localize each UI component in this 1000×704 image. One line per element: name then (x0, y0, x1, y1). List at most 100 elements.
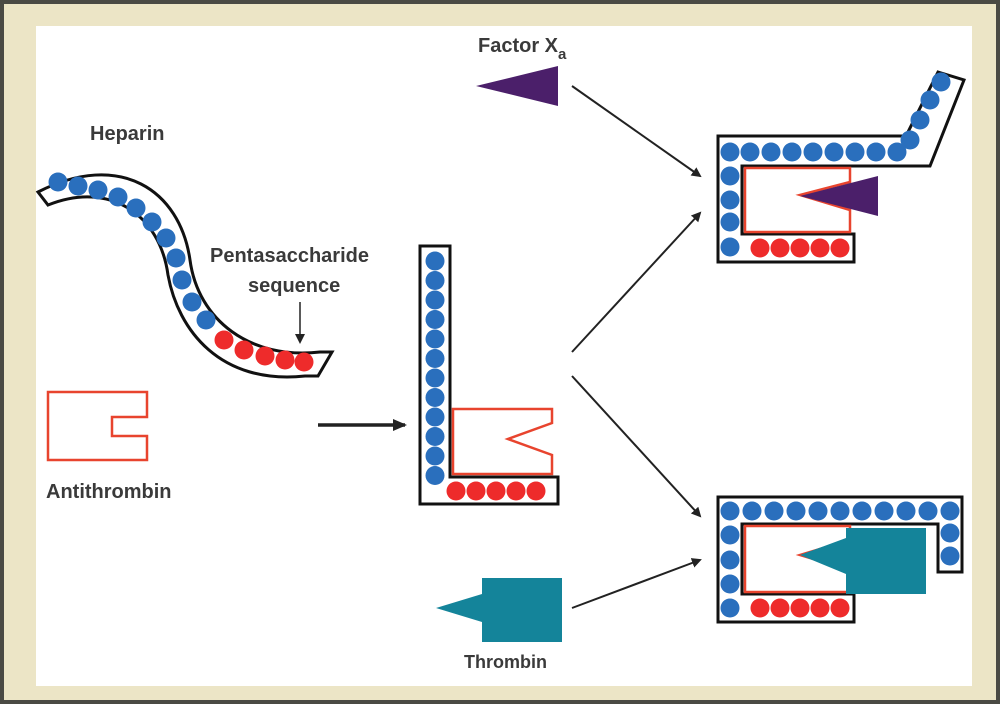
heparin-antithrombin-complex (418, 244, 560, 506)
pentasaccharide-bead (486, 481, 506, 501)
complex-bead (803, 142, 823, 162)
complex-bead (918, 501, 938, 521)
heparin-bead (68, 176, 88, 196)
th-bound-thrombin (800, 528, 926, 594)
complex-bead (740, 142, 760, 162)
heparin-beads (48, 172, 314, 372)
complex-bead (808, 501, 828, 521)
thrombin-complex (716, 495, 964, 624)
complex-bead (786, 501, 806, 521)
heparin-bead (166, 248, 186, 268)
pentasaccharide-bead (810, 598, 830, 618)
heparin-chain (35, 172, 335, 379)
factor-xa-complex (716, 70, 966, 264)
heparin-bead (126, 198, 146, 218)
pentasaccharide-label-line1: Pentasaccharide (210, 245, 369, 267)
thrombin-complex-beads (720, 501, 960, 618)
complex-bead (425, 251, 445, 271)
pentasaccharide-bead (466, 481, 486, 501)
complex-bead (425, 271, 445, 290)
complex-bead (874, 501, 894, 521)
pentasaccharide-bead (255, 346, 275, 366)
complex-bead (720, 142, 740, 162)
complex-bead (742, 501, 762, 521)
xa-bound-antithrombin (743, 166, 852, 234)
complex-bead (896, 501, 916, 521)
pentasaccharide-bead (526, 481, 546, 501)
factor-xa-label: Factor Xa (478, 35, 567, 63)
thrombin-label: Thrombin (464, 652, 547, 672)
complex-bead (425, 446, 445, 466)
pentasaccharide-bead (750, 598, 770, 618)
heparin-label: Heparin (90, 123, 164, 145)
pentasaccharide-bead (275, 350, 295, 370)
complex-bead (900, 130, 920, 150)
antithrombin-label: Antithrombin (46, 481, 172, 503)
complex-bead (720, 166, 740, 186)
pentasaccharide-bead (750, 238, 770, 258)
complex-bead (845, 142, 865, 162)
arrow-thrombin (571, 558, 702, 609)
pentasaccharide-bead (770, 238, 790, 258)
complex-bead (866, 142, 886, 162)
complex-bead (425, 349, 445, 368)
complex-bead (940, 546, 960, 566)
pentasaccharide-bead (214, 330, 234, 350)
bound-antithrombin (451, 407, 554, 476)
thrombin-shape (436, 578, 562, 642)
complex-bead (931, 72, 951, 92)
complex-bead (920, 90, 940, 110)
complex-bead (940, 523, 960, 543)
complex-bead (852, 501, 872, 521)
pentasaccharide-bead (294, 352, 314, 372)
complex-bead (887, 142, 907, 162)
complex-bead (764, 501, 784, 521)
heparin-bead (156, 228, 176, 248)
complex-bead (720, 574, 740, 594)
heparin-bead (172, 270, 192, 290)
heparin-bead (196, 310, 216, 330)
xa-bound-factor (800, 176, 878, 216)
complex-bead (720, 501, 740, 521)
arrow-complex-to-thrombin (571, 375, 702, 518)
complex-bead (940, 501, 960, 521)
heparin-bead (88, 180, 108, 200)
pentasaccharide-bead (830, 598, 850, 618)
complex-bead (824, 142, 844, 162)
pentasaccharide-label-line2: sequence (248, 275, 340, 297)
pentasaccharide-bead (506, 481, 526, 501)
complex-bead (761, 142, 781, 162)
complex-bead (720, 212, 740, 232)
complex-bead (425, 388, 445, 407)
factor-xa-label-main: Factor X (478, 35, 559, 57)
factor-xa-shape (476, 66, 558, 106)
complex-bead (720, 190, 740, 210)
complex-bead (425, 290, 445, 310)
complex-bead (910, 110, 930, 130)
xa-complex-beads (720, 72, 951, 258)
complex-bead (720, 598, 740, 618)
pentasaccharide-bead (790, 238, 810, 258)
th-complex-outline (716, 495, 964, 624)
complex-beads (425, 251, 546, 501)
factor-xa-label-sub: a (558, 46, 567, 63)
complex-bead (425, 427, 445, 446)
arrow-factor-xa (571, 85, 702, 178)
complex-bead (720, 237, 740, 257)
complex-bead (720, 525, 740, 545)
heparin-bead (182, 292, 202, 312)
heparin-bead (48, 172, 68, 192)
arrow-complex-to-xa (571, 211, 702, 353)
heparin-bead (142, 212, 162, 232)
complex-bead (720, 550, 740, 570)
complex-bead (425, 310, 445, 329)
complex-bead (425, 466, 445, 485)
complex-bead (425, 407, 445, 427)
complex-bead (425, 368, 445, 388)
complex-bead (782, 142, 802, 162)
pentasaccharide-bead (770, 598, 790, 618)
antithrombin-shape (46, 390, 149, 462)
complex-bead (425, 329, 445, 349)
pentasaccharide-bead (790, 598, 810, 618)
